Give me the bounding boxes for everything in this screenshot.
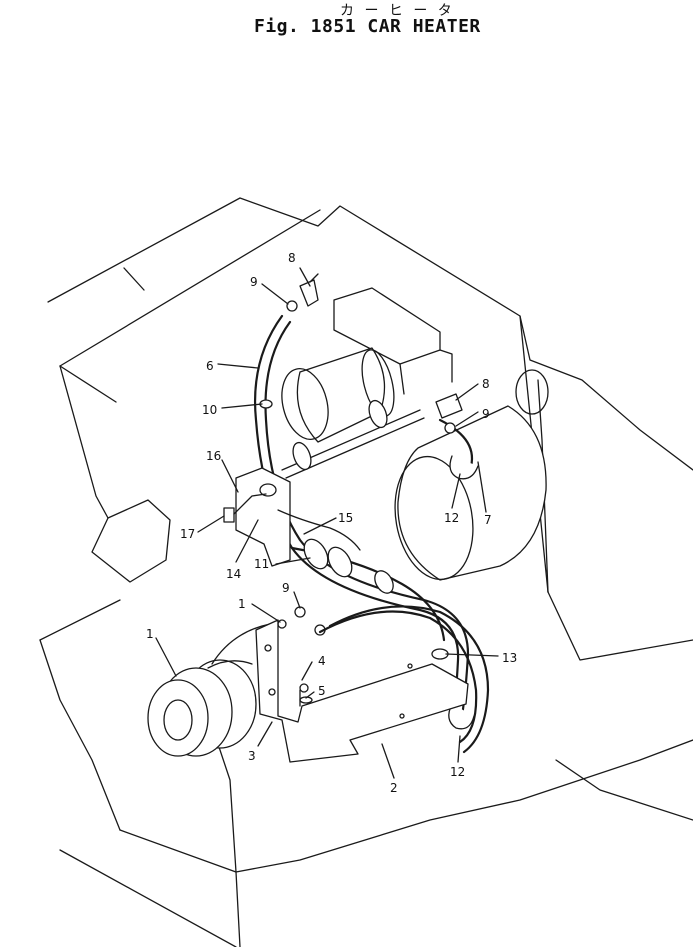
callout-2: 2	[390, 781, 398, 795]
callout-13: 13	[502, 651, 517, 665]
figure-title: Fig. 1851 CAR HEATER	[254, 16, 481, 37]
callout-16: 16	[206, 449, 221, 463]
callout-1-lower: 1	[146, 627, 154, 641]
callout-5: 5	[318, 684, 326, 698]
connecting-shaft	[281, 399, 425, 479]
callout-3: 3	[248, 749, 256, 763]
callout-4: 4	[318, 654, 326, 668]
compressor-pulley	[147, 623, 271, 757]
leader-lines	[155, 267, 499, 779]
callout-17: 17	[180, 527, 195, 541]
valves	[286, 273, 463, 434]
callout-12-upper: 12	[444, 511, 459, 525]
callout-8-upper: 8	[288, 251, 296, 265]
machine-housing	[39, 197, 693, 947]
mounting-bracket	[255, 606, 469, 763]
hose-clamps	[259, 399, 479, 730]
heater-core-cylinder	[281, 347, 395, 443]
blower-cylinder	[394, 369, 549, 581]
callout-8-right: 8	[482, 377, 490, 391]
callout-labels: 8 9 6 10 8 9 16 17 14 15 11 12 7 9 1 1 4…	[146, 251, 517, 795]
callout-7: 7	[484, 513, 492, 527]
callout-9-upper: 9	[250, 275, 258, 289]
callout-10: 10	[202, 403, 217, 417]
callout-15: 15	[338, 511, 353, 525]
title-katakana: カ ー ヒ ー タ	[340, 3, 455, 19]
callout-14: 14	[226, 567, 241, 581]
callout-1-left: 1	[238, 597, 246, 611]
callout-9-lower: 9	[282, 581, 290, 595]
callout-6: 6	[206, 359, 214, 373]
callout-11: 11	[254, 557, 269, 571]
heater-box	[333, 287, 453, 395]
callout-12-lower: 12	[450, 765, 465, 779]
callout-9-right: 9	[482, 407, 490, 421]
